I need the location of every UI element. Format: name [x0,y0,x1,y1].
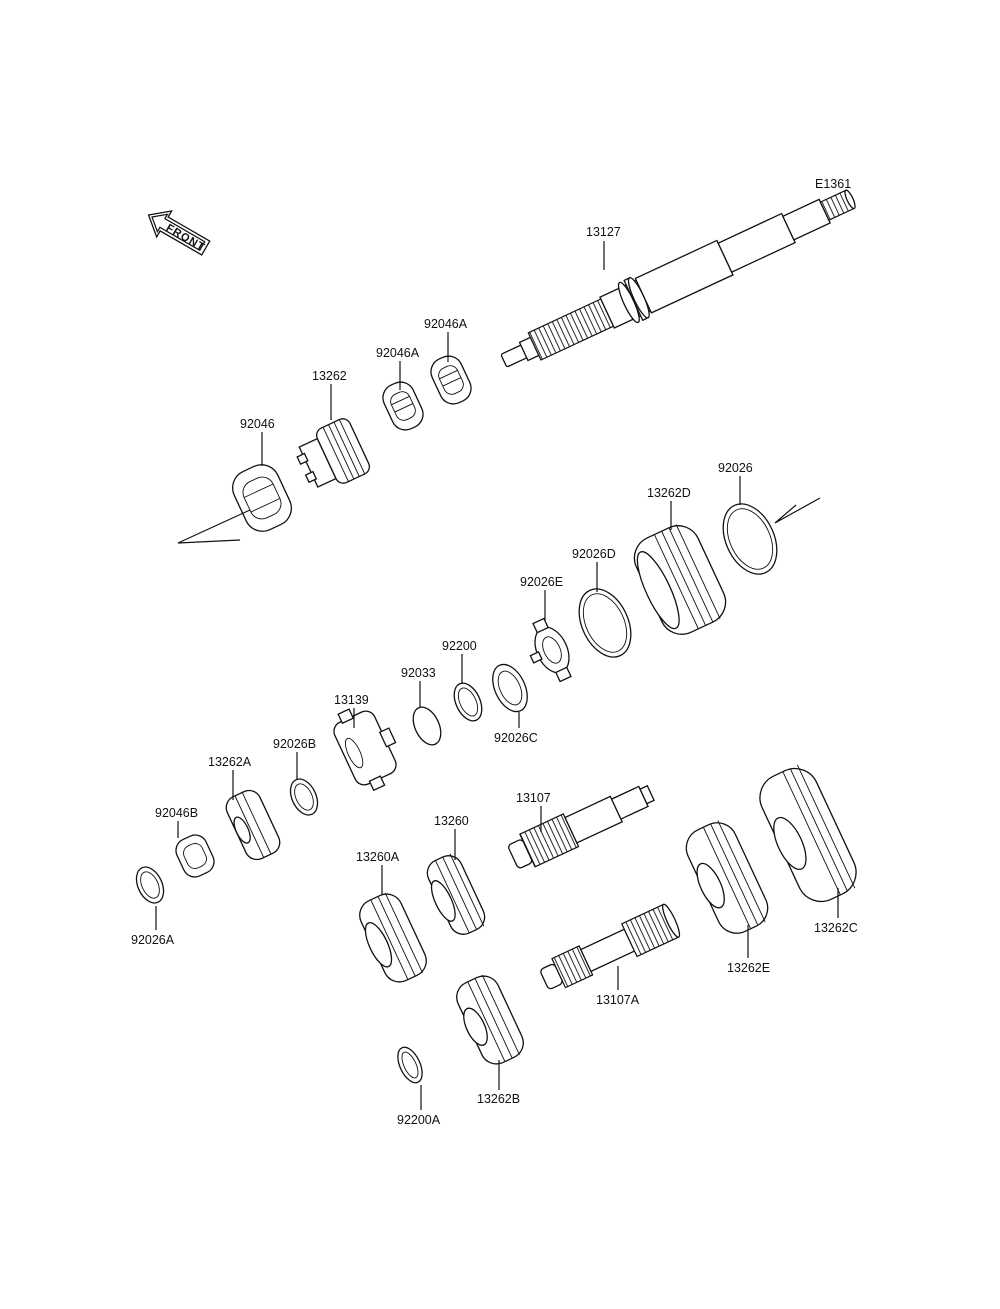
phantom-line-right [774,497,821,524]
leader-lines [155,241,839,1110]
label-92046A-lower: 92046A [376,346,420,360]
phantom-line-left [177,509,251,544]
output-shaft [500,189,856,368]
label-13262: 13262 [312,369,347,383]
label-13107: 13107 [516,791,551,805]
label-13262C: 13262C [814,921,858,935]
part-labels: 13127 92046A 92046A 13262 92046 92026 13… [131,225,858,1127]
washer-92200A [397,1046,423,1084]
needle-bearing-92046A-upper [430,355,472,405]
label-92033: 92033 [401,666,436,680]
label-92046: 92046 [240,417,275,431]
gear-13262 [296,418,371,488]
label-92046B: 92046B [155,806,198,820]
diagram-code: E1361 [815,177,851,191]
shifter-gear-13139 [333,708,397,792]
label-13262A: 13262A [208,755,252,769]
label-13260A: 13260A [356,850,400,864]
lock-washer-92026E [529,617,572,683]
label-13262B: 13262B [477,1092,520,1106]
washer-92200 [453,682,483,722]
label-92026: 92026 [718,461,753,475]
label-13127: 13127 [586,225,621,239]
label-92026E: 92026E [520,575,563,589]
label-92026C: 92026C [494,731,538,745]
gear-13262A [225,789,281,861]
ring-92026D [578,588,632,658]
gear-13262D [633,524,727,635]
label-92026A: 92026A [131,933,175,947]
gear-13260 [426,853,486,935]
label-13262D: 13262D [647,486,691,500]
needle-bearing-92046B [175,834,215,878]
washer-92026B [289,778,319,816]
needle-bearing-92046A-lower [382,381,424,431]
gear-13262E [685,820,769,934]
shaft-13107A [540,903,681,990]
label-13139: 13139 [334,693,369,707]
label-13260: 13260 [434,814,469,828]
ring-92026 [722,503,778,575]
label-92026B: 92026B [273,737,316,751]
label-13107A: 13107A [596,993,640,1007]
label-13262E: 13262E [727,961,770,975]
shaft-13107 [508,784,655,869]
label-92026D: 92026D [572,547,616,561]
front-arrow-icon: FRONT [147,210,211,256]
circlip-92033 [412,706,442,746]
label-92200: 92200 [442,639,477,653]
gear-13260A [359,892,427,983]
washer-92026C [492,663,528,713]
gear-13262C [759,764,857,903]
label-92200A: 92200A [397,1113,441,1127]
washer-92026A [135,866,165,904]
needle-bearing-92046 [231,464,293,532]
label-92046A-upper: 92046A [424,317,468,331]
gear-13262B [456,974,524,1065]
